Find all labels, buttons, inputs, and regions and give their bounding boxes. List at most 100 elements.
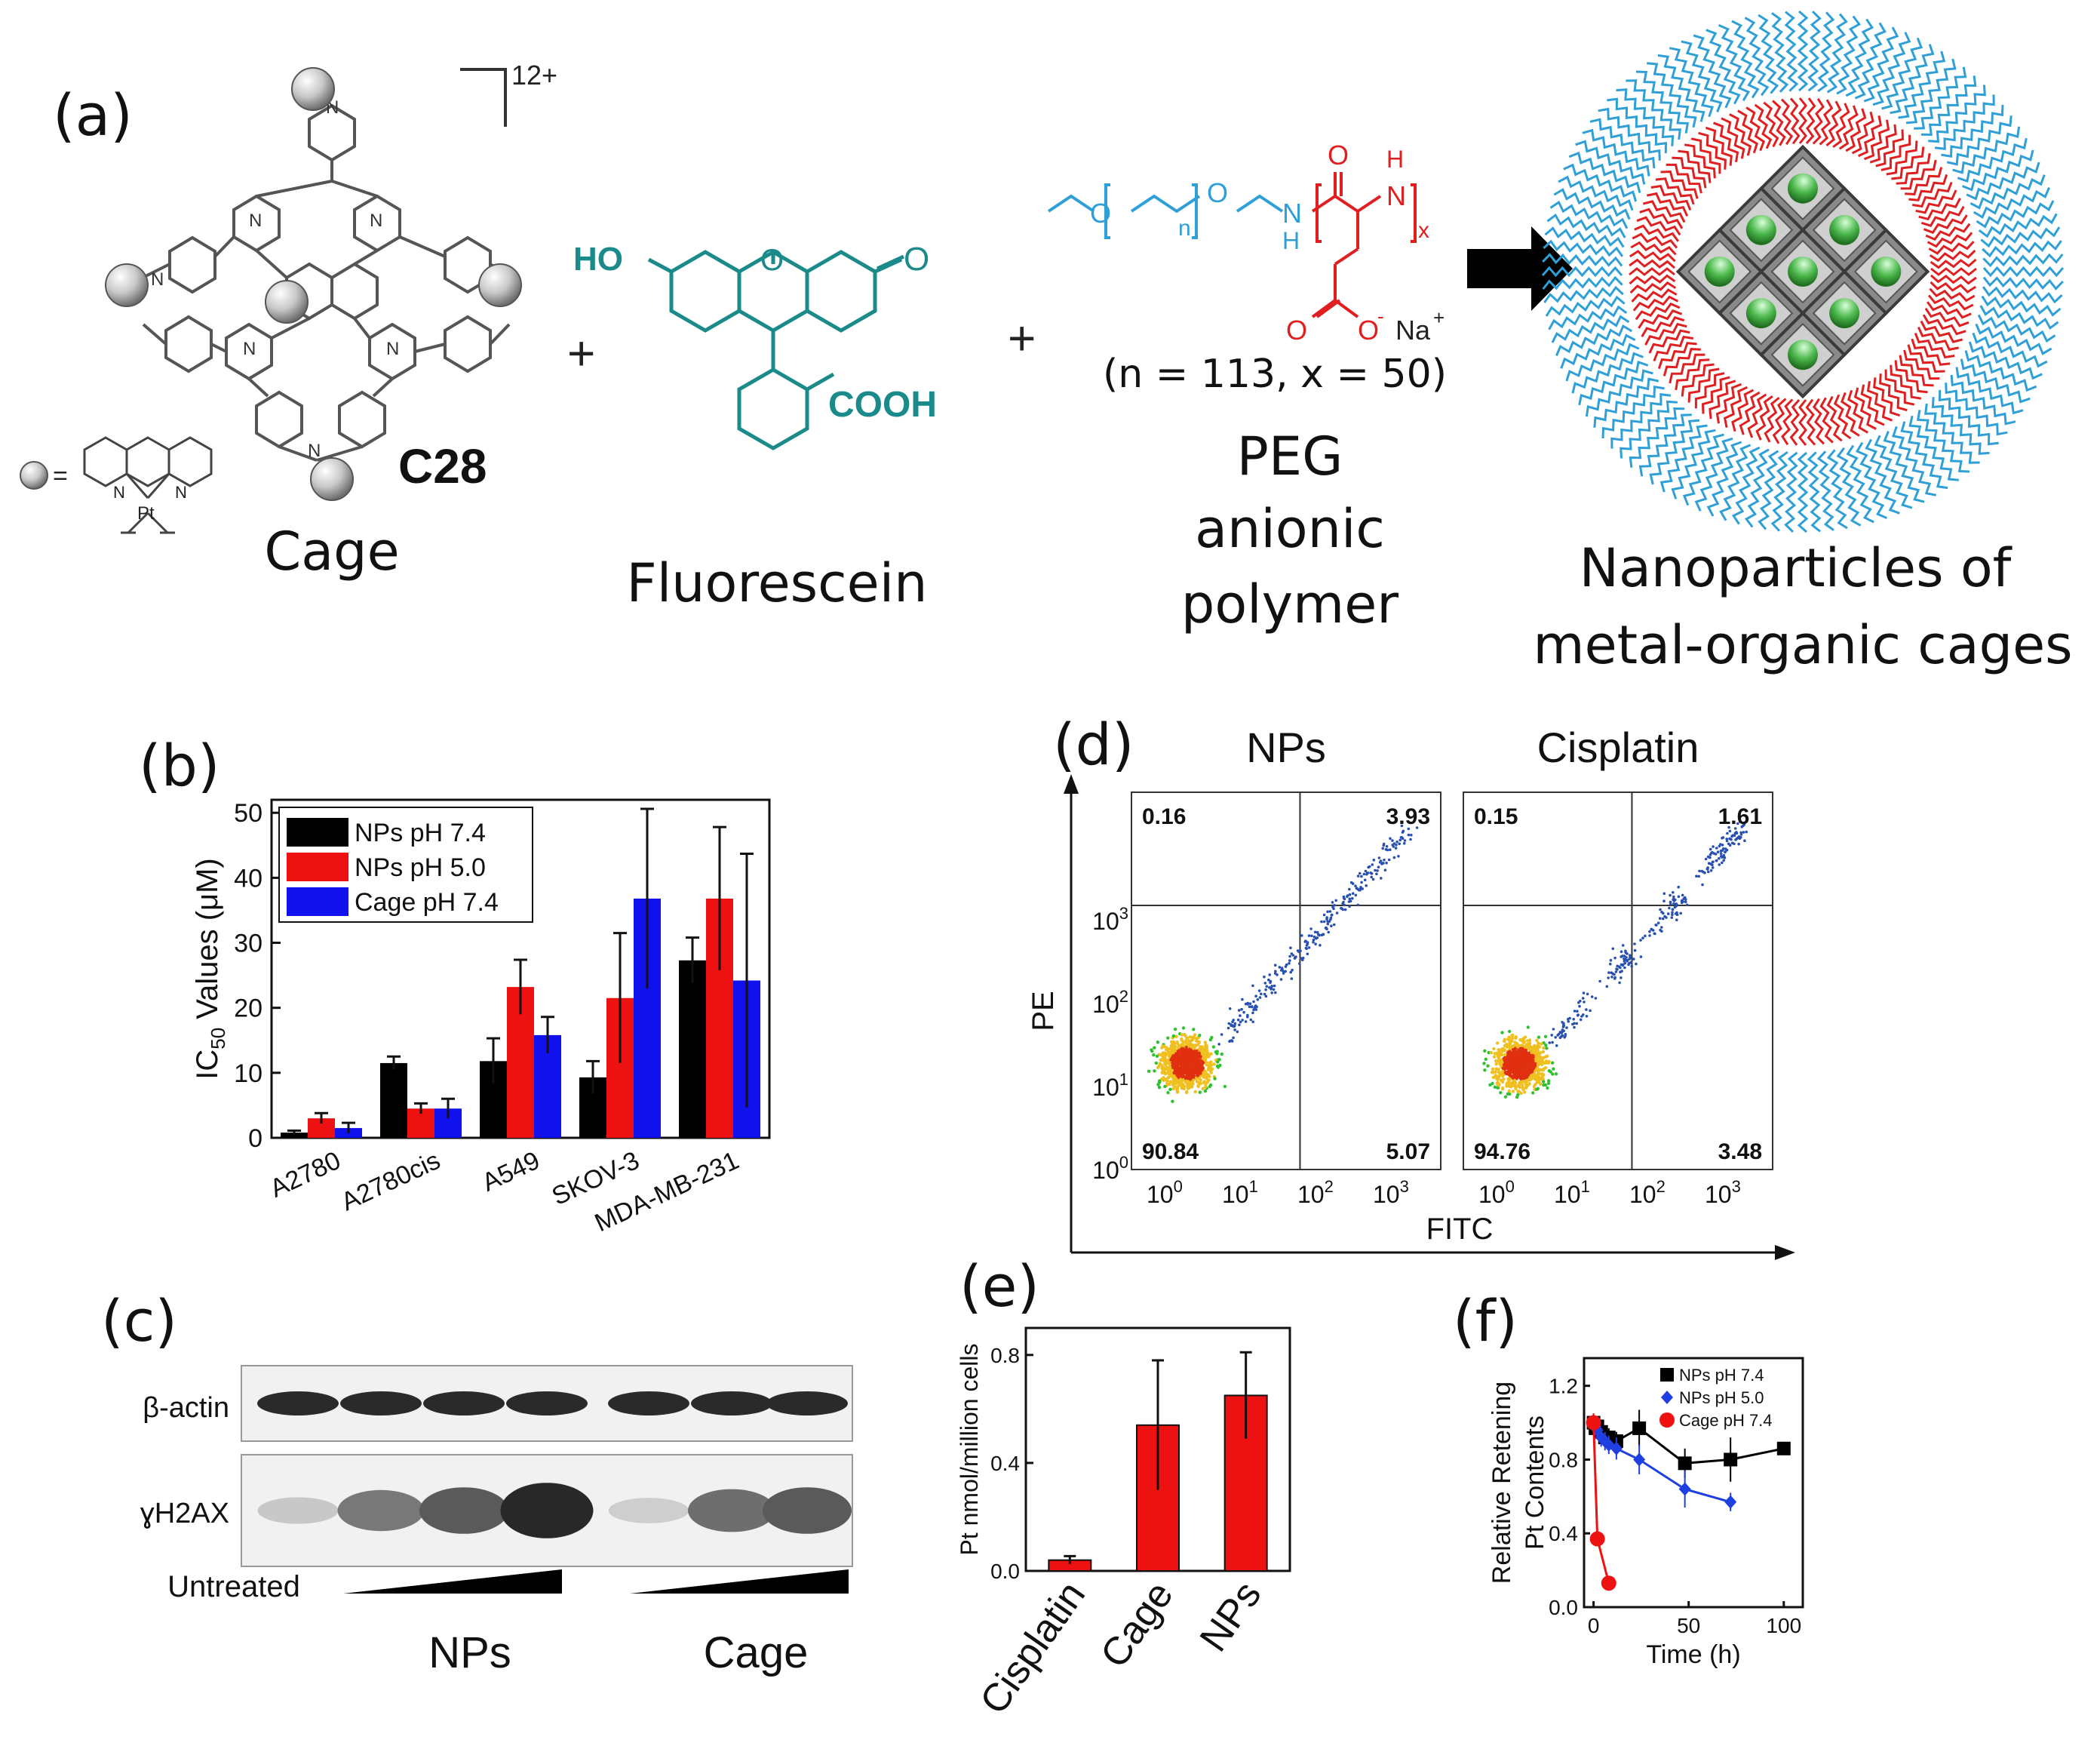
chart-d-event: [1730, 841, 1734, 845]
peg-chain: [1543, 285, 1624, 303]
chart-d-event: [1531, 1091, 1535, 1095]
peg-chain: [1705, 29, 1741, 105]
chart-d-event: [1520, 1071, 1524, 1076]
chart-d-event: [1496, 1077, 1500, 1081]
chart-d-event: [1515, 1095, 1519, 1099]
chart-e-ytick-label: 0.0: [990, 1560, 1020, 1583]
chart-d-event: [1567, 1017, 1570, 1021]
chart-d-event: [1218, 1063, 1222, 1068]
chart-d-event: [1254, 994, 1257, 997]
chart-d-event: [1719, 852, 1723, 856]
chart-d-event: [1258, 996, 1262, 999]
cage-guest: [1745, 298, 1776, 329]
chart-d-event: [1282, 972, 1285, 975]
chart-d-event: [1679, 911, 1682, 915]
cage-guest: [1788, 257, 1818, 287]
panel-label-b: (b): [139, 732, 220, 799]
chart-d-event: [1502, 1077, 1506, 1081]
chart-d-event: [1562, 1029, 1565, 1032]
anionic-chain: [1729, 113, 1752, 156]
peg-chain: [1731, 20, 1760, 99]
anionic-chain: [1896, 152, 1931, 185]
peg-chain: [1982, 276, 2064, 290]
chart-d-event: [1675, 903, 1679, 907]
anionic-chain: [1880, 134, 1911, 171]
chart-d-event: [1503, 1095, 1508, 1099]
chart-d-event: [1560, 1031, 1563, 1034]
charge-text: 12+: [511, 60, 557, 91]
svg-text:N: N: [151, 269, 164, 290]
chart-d-event: [1709, 847, 1712, 851]
chart-d-event: [1742, 823, 1746, 826]
chart-d-event: [1356, 874, 1360, 878]
peg-chain: [1863, 26, 1899, 103]
glu-n: N: [1386, 180, 1406, 211]
chart-d-event: [1742, 831, 1745, 834]
chart-d-title: Cisplatin: [1537, 724, 1699, 771]
chart-d-event: [1572, 1018, 1575, 1021]
peg-chain: [1955, 367, 2024, 415]
fluorescein-label: Fluorescein: [626, 552, 928, 614]
anionic-chain: [1924, 307, 1970, 327]
peg-chain: [1982, 286, 2063, 304]
chart-d-event: [1252, 1008, 1255, 1012]
chart-d-event: [1514, 1062, 1518, 1067]
chart-d-event: [1184, 1063, 1189, 1068]
chart-d-event: [1174, 1087, 1179, 1091]
chart-d-event: [1209, 1052, 1213, 1056]
chart-d-event: [1331, 901, 1334, 904]
chart-d-event: [1288, 962, 1291, 965]
chart-f-marker: [1724, 1452, 1738, 1467]
chart-d-event: [1513, 1040, 1517, 1044]
chart-d-event: [1395, 841, 1398, 844]
chart-d-event: [1182, 1087, 1186, 1091]
chart-d-event: [1498, 1071, 1502, 1075]
chart-d-event: [1343, 908, 1347, 911]
chart-d-event: [1208, 1084, 1211, 1089]
anionic-chain: [1927, 294, 1974, 311]
chart-d-event: [1236, 1018, 1240, 1022]
anionic-chain: [1763, 101, 1779, 148]
chart-d-quad-ll: 94.76: [1474, 1139, 1530, 1164]
peg-chain: [1610, 393, 1672, 449]
chart-d-event: [1526, 1025, 1530, 1029]
anionic-chain: [1929, 287, 1976, 303]
chart-d-event: [1620, 976, 1623, 979]
anionic-chain: [1629, 250, 1676, 263]
chart-d-event: [1170, 1048, 1174, 1052]
anionic-chain: [1926, 301, 1972, 319]
anionic-chain: [1812, 97, 1825, 145]
chart-d-event: [1547, 1069, 1551, 1073]
chart-d-event: [1639, 955, 1643, 958]
chart-d-event: [1579, 1018, 1583, 1022]
chart-d-event: [1201, 1047, 1205, 1052]
chart-d-event: [1662, 892, 1666, 896]
chart-d-event: [1515, 1044, 1519, 1048]
chart-d-event: [1177, 1050, 1182, 1054]
chart-d-event: [1155, 1054, 1159, 1058]
chart-d-event: [1190, 1068, 1194, 1072]
polymer-formula: (n = 113, x = 50): [1102, 352, 1448, 397]
chart-d-event: [1635, 962, 1638, 966]
chart-d-event: [1193, 1033, 1197, 1037]
chart-d-event: [1515, 1066, 1518, 1070]
peg-chain: [1551, 315, 1630, 343]
peg-chain: [1544, 226, 1625, 248]
anionic-chain: [1930, 274, 1977, 285]
chart-d-event: [1620, 950, 1623, 954]
chart-d-event: [1484, 1057, 1488, 1061]
anionic-chain: [1684, 143, 1716, 179]
chart-f-series: [1586, 1413, 1616, 1591]
chart-d-event: [1231, 1020, 1234, 1024]
chart-d-event: [1166, 1091, 1170, 1095]
chart-d-event: [1184, 1045, 1188, 1050]
chart-d-event: [1168, 1062, 1171, 1066]
peg-chain: [1836, 15, 1862, 95]
chart-d-event: [1731, 834, 1734, 838]
chart-d-event: [1504, 1071, 1508, 1075]
peg-chain: [1872, 32, 1911, 106]
anionic-chain: [1660, 170, 1699, 199]
chart-d-event: [1329, 917, 1332, 921]
peg-chain: [1629, 407, 1685, 468]
chart-d-event: [1516, 1060, 1520, 1065]
